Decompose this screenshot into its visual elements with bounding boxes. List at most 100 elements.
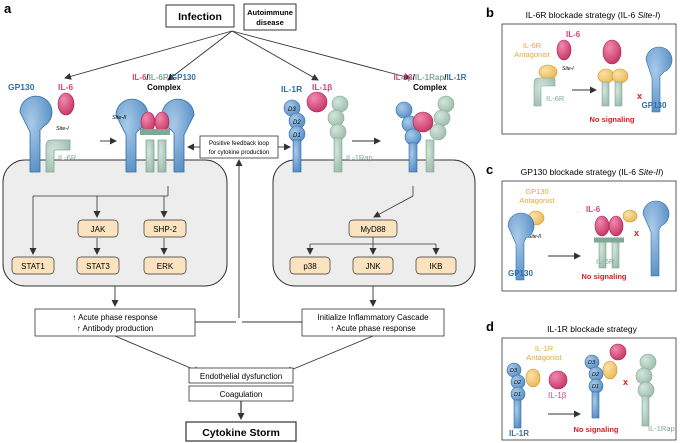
panel-d-d1: D1 — [514, 392, 521, 398]
panel-b-letter: b — [486, 5, 494, 20]
panel-d-il1b-ligand — [548, 370, 568, 390]
il6-label: IL-6 — [58, 82, 73, 92]
il6-complex-part-b: IL-6R — [149, 73, 169, 82]
il6-complex-sep-2: / — [169, 73, 172, 82]
right-output-1: Initialize Inflammatory Cascade — [317, 313, 429, 322]
panel-d-no-signal: No signaling — [574, 425, 619, 434]
panel-c-antagonist-1: GP130 — [525, 187, 548, 196]
panel-d-antagonist-2: Antagonist — [526, 353, 562, 362]
panel-b-title-end: ) — [657, 10, 660, 20]
il1r-d1: D1 — [293, 133, 301, 139]
endothelial-box — [188, 367, 294, 384]
panel-c-result-complex — [594, 209, 638, 269]
panel-d-result-complex — [584, 343, 657, 427]
stat1-node — [11, 256, 55, 275]
panel-b-title-em: Site-I — [638, 10, 658, 20]
panel-c-title: GP130 blockade strategy (IL-6 Site-II) — [521, 167, 664, 177]
il1rap-label: IL-1Rap — [346, 153, 373, 162]
panel-c-gp130-label: GP130 — [508, 269, 533, 278]
left-output-1: ↑ Acute phase response — [72, 313, 158, 322]
erk-label: ERK — [157, 262, 174, 271]
stat1-label: STAT1 — [21, 262, 45, 271]
panel-c-antagonist-2: Antagonist — [519, 196, 555, 205]
feedback-label-1: Positive feedback loop — [209, 141, 270, 147]
il6r-label: IL-6R — [58, 153, 77, 162]
arrow-to-il6 — [64, 30, 233, 80]
il6-complex-part-c: GP130 — [171, 73, 196, 82]
il1r-d3: D3 — [288, 107, 296, 113]
panel-b: b IL-6R blockade strategy (IL-6 Site-I) … — [486, 5, 677, 135]
left-output-to-endothelial — [114, 335, 201, 373]
il1b-label: IL-1β — [312, 82, 332, 92]
shp2-node — [143, 219, 187, 238]
panel-b-il6-label: IL-6 — [566, 30, 581, 39]
il1b-ligand — [306, 91, 328, 113]
shp2-label: SHP-2 — [153, 225, 177, 234]
panel-d-letter: d — [486, 319, 494, 334]
panel-b-gp130-label: GP130 — [642, 101, 667, 110]
il1-complex-part-c: IL-1R — [446, 73, 466, 82]
jak-node — [77, 219, 119, 238]
panel-c: c GP130 blockade strategy (IL-6 Site-II)… — [486, 162, 677, 292]
panel-d-title: IL-1R blockade strategy — [547, 324, 638, 334]
autoimmune-box — [243, 3, 297, 31]
panel-c-il6-label: IL-6 — [586, 205, 601, 214]
panel-a: a Infection Autoimmune disease GP130 IL-… — [2, 1, 476, 442]
right-output-to-endothelial — [285, 335, 374, 373]
p38-node — [289, 256, 331, 275]
panel-c-gp130-right — [642, 200, 670, 277]
il6-complex-part-a: IL-6 — [132, 73, 147, 82]
il1rap-receptor — [327, 95, 349, 173]
arrow-to-il1-complex — [231, 30, 411, 80]
panel-d-il1b-label: IL-1β — [548, 391, 567, 400]
panel-c-il6r-label: IL-6R — [596, 257, 615, 266]
panel-b-title-main: IL-6R blockade strategy (IL-6 — [526, 10, 638, 20]
panel-d-il1r-label: IL-1R — [509, 429, 529, 438]
il6-complex-word: Complex — [147, 83, 181, 92]
il6-complex-title: IL-6/IL-6R/GP130 — [132, 73, 196, 82]
panel-d-antagonist-shape — [525, 368, 541, 388]
arrow-to-il6-complex — [167, 30, 233, 81]
panel-b-title: IL-6R blockade strategy (IL-6 Site-I) — [526, 10, 661, 20]
left-output-2: ↑ Antibody production — [77, 324, 154, 333]
il1-complex-title: IL-1β/IL-1Rap/IL-1R — [394, 73, 467, 82]
il1r-label: IL-1R — [281, 84, 302, 94]
il1-complex-sep-2: / — [444, 73, 447, 82]
infection-box — [165, 4, 235, 28]
panel-b-il6r-label: IL-6R — [546, 94, 565, 103]
arrow-to-myd88 — [373, 195, 414, 218]
gp130-receptor — [19, 95, 53, 173]
gp130-label: GP130 — [8, 82, 35, 92]
il6r-receptor — [45, 139, 71, 173]
right-output-box — [301, 308, 445, 337]
jnk-node — [352, 256, 394, 275]
jak-label: JAK — [91, 225, 106, 234]
panel-c-title-em: Site-II — [638, 167, 661, 177]
left-output-box — [34, 308, 196, 337]
panel-d-il1r — [506, 362, 526, 429]
stat3-node — [76, 256, 120, 275]
il6-complex-sep-1: / — [146, 73, 149, 82]
panel-d-x: x — [623, 377, 628, 387]
panel-c-no-signal: No signaling — [582, 272, 627, 281]
stat3-label: STAT3 — [86, 262, 110, 271]
storm-label: Cytokine Storm — [202, 427, 280, 439]
myd88-label: MyD88 — [360, 225, 386, 234]
panel-d-result-d3: D3 — [588, 360, 596, 366]
panel-a-letter: a — [4, 1, 12, 16]
site2-label: Site-II — [112, 115, 127, 121]
panel-b-site1: Site-I — [562, 66, 574, 72]
panel-c-title-end: ) — [661, 167, 664, 177]
panel-d-antagonist-1: IL-1R — [535, 344, 554, 353]
il1-complex-sep-1: / — [413, 73, 416, 82]
panel-d-il1rap-label: IL-1Rap — [648, 424, 675, 433]
panel-d-d3: D3 — [510, 368, 518, 374]
panel-c-gp130 — [507, 212, 535, 281]
panel-c-site2: Site-II — [528, 234, 542, 240]
panel-b-result-complex — [597, 39, 629, 107]
ikb-node — [415, 256, 457, 275]
panel-b-il6r — [533, 77, 556, 107]
panel-c-x: x — [634, 228, 639, 238]
ikb-label: IKB — [430, 262, 443, 271]
feedback-label-2: for cytokine production — [209, 150, 269, 156]
